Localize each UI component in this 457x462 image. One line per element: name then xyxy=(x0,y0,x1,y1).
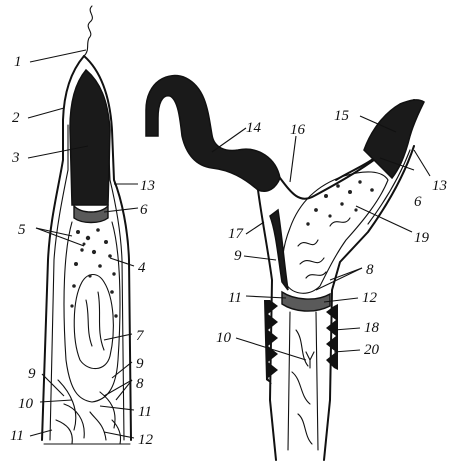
label-1: 1 xyxy=(14,54,22,70)
label-11-left-b: 11 xyxy=(10,428,24,444)
label-12-left: 12 xyxy=(138,432,154,448)
left-granules xyxy=(70,228,117,317)
label-8-right: 8 xyxy=(366,262,374,278)
label-16: 16 xyxy=(290,122,306,138)
label-6-right: 6 xyxy=(414,194,422,210)
label-12-right: 12 xyxy=(362,290,378,306)
label-20: 20 xyxy=(364,342,380,358)
right-branched-figure xyxy=(146,76,424,460)
left-tube-figure xyxy=(42,6,131,444)
label-11-right: 11 xyxy=(228,290,242,306)
label-14: 14 xyxy=(246,120,262,136)
label-4: 4 xyxy=(138,260,146,276)
label-19: 19 xyxy=(414,230,430,246)
label-9-left-a: 9 xyxy=(28,366,36,382)
label-11-left-a: 11 xyxy=(138,404,152,420)
label-7: 7 xyxy=(136,328,145,344)
label-2: 2 xyxy=(12,110,20,126)
label-13-right: 13 xyxy=(432,178,447,194)
left-inner-body xyxy=(74,275,113,369)
right-arm-tube xyxy=(364,100,424,178)
label-10-right: 10 xyxy=(216,330,232,346)
left-dark-lumen xyxy=(70,70,110,205)
label-9-right: 9 xyxy=(234,248,242,264)
label-15: 15 xyxy=(334,108,350,124)
label-3: 3 xyxy=(11,150,20,166)
label-18: 18 xyxy=(364,320,380,336)
label-6-left: 6 xyxy=(140,202,148,218)
label-5: 5 xyxy=(18,222,26,238)
label-10-left: 10 xyxy=(18,396,34,412)
label-13-left: 13 xyxy=(140,178,155,194)
label-9-left-b: 9 xyxy=(136,356,144,372)
label-8-left: 8 xyxy=(136,376,144,392)
label-17: 17 xyxy=(228,226,245,242)
